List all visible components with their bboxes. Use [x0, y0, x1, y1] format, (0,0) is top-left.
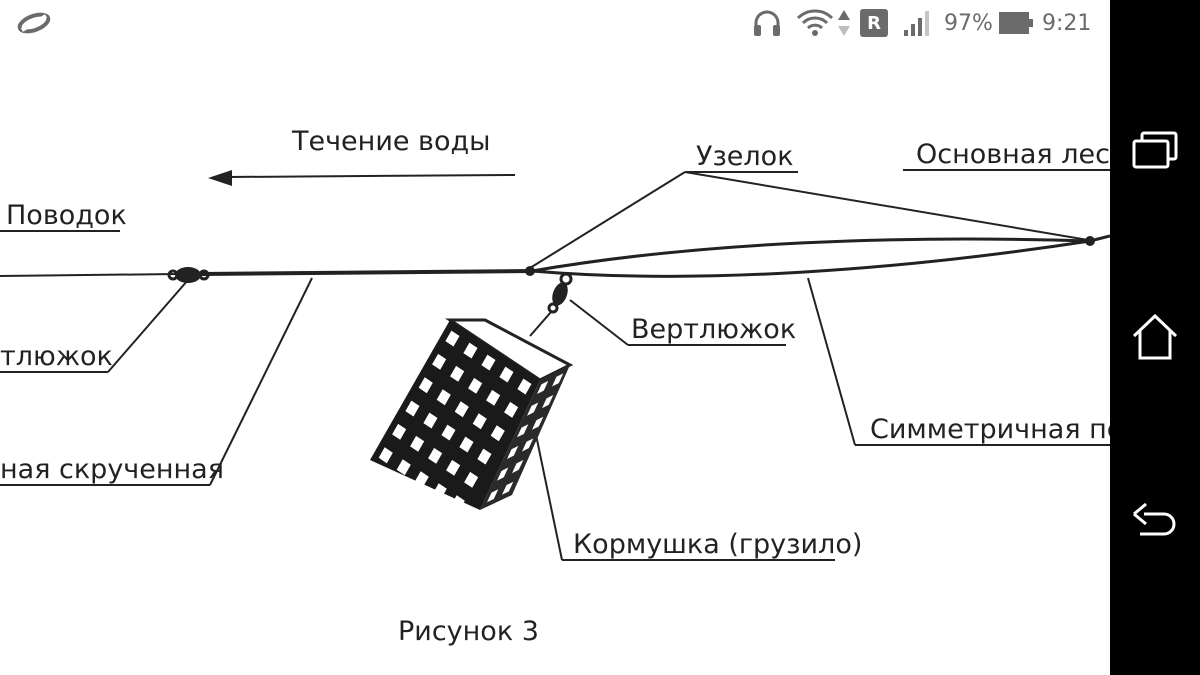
- cage-hole: [436, 389, 451, 406]
- cage-hole: [477, 448, 492, 465]
- cage-hole: [410, 435, 425, 452]
- feeder-cage: [370, 318, 574, 512]
- back-icon: [1133, 502, 1176, 536]
- cage-hole: [527, 402, 539, 416]
- cage-hole: [532, 416, 544, 430]
- swivel-left-callout: [107, 279, 189, 373]
- leader-line: [0, 273, 179, 277]
- figure-caption: Рисунок 3: [398, 616, 539, 647]
- flow-arrow-head: [208, 170, 232, 186]
- cage-hole: [517, 424, 529, 438]
- swivel-right-callout: [569, 299, 629, 346]
- cage-hole: [502, 481, 514, 495]
- loop-lower: [531, 239, 1091, 278]
- cage-hole: [499, 366, 514, 383]
- knot-dot-right: [1085, 236, 1095, 246]
- loop-upper: [531, 237, 1091, 273]
- cage-hole: [487, 489, 499, 503]
- swivel-right-label: Вертлюжок: [631, 314, 796, 345]
- swivel-right: [529, 272, 573, 337]
- cage-hole: [446, 459, 461, 476]
- cage-hole: [468, 377, 483, 394]
- cage-hole: [428, 447, 443, 464]
- cage-hole: [490, 425, 505, 442]
- loop-callout: [807, 277, 856, 446]
- screen: R 97% 9:21: [0, 0, 1110, 647]
- water-flow-label: Течение воды: [291, 126, 490, 157]
- knot-callout-1: [529, 171, 686, 269]
- cage-hole: [459, 436, 474, 453]
- cage-hole: [450, 495, 465, 512]
- cage-hole: [432, 483, 447, 500]
- cage-hole: [445, 330, 460, 347]
- cage-hole: [378, 447, 393, 464]
- cage-hole: [517, 378, 532, 395]
- fishing-rig-diagram: Течение воды Узелок Основная леско Повод…: [0, 126, 1110, 647]
- twisted-label: ная скрученная: [0, 454, 224, 485]
- cage-hole: [504, 401, 519, 418]
- knot-callout-2: [684, 171, 1089, 241]
- feeder-label: Кормушка (грузило): [573, 529, 862, 560]
- cage-hole: [486, 389, 501, 406]
- roaming-letter: R: [867, 12, 881, 34]
- cage-hole: [423, 412, 438, 429]
- clock: 9:21: [1042, 10, 1092, 36]
- cage-hole: [552, 373, 564, 387]
- cage-hole: [472, 413, 487, 430]
- swivel-left: [167, 267, 210, 283]
- feeder-callout: [534, 429, 563, 561]
- cage-hole: [537, 380, 549, 394]
- battery-icon: [998, 8, 1034, 38]
- recent-apps-button[interactable]: [1125, 120, 1185, 180]
- recent-apps-icon: [1132, 131, 1178, 169]
- navigation-bar: [1110, 0, 1200, 675]
- cage-hole: [542, 395, 554, 409]
- signal-icon: [902, 8, 934, 38]
- twisted-callout: [209, 277, 313, 486]
- cage-hole: [418, 377, 433, 394]
- cage-hole: [441, 424, 456, 441]
- cage-hole: [392, 423, 407, 440]
- cage-hole: [405, 400, 420, 417]
- cage-hole: [454, 401, 469, 418]
- main-line-label: Основная леско: [916, 139, 1110, 170]
- status-bar: R 97% 9:21: [0, 0, 1110, 46]
- cage-hole: [414, 471, 429, 488]
- cage-hole: [507, 445, 519, 459]
- home-icon: [1132, 313, 1178, 360]
- cage-hole: [481, 354, 496, 371]
- symmetric-loop-label: Симметричная пет: [870, 414, 1110, 445]
- swivel-left-label: тлюжок: [0, 341, 113, 372]
- wifi-icon: [796, 8, 834, 38]
- leader-label: Поводок: [6, 200, 127, 231]
- cage-hole: [522, 438, 534, 452]
- knot-label: Узелок: [696, 141, 794, 172]
- cage-hole: [432, 353, 447, 370]
- home-button[interactable]: [1125, 307, 1185, 367]
- cage-hole: [512, 460, 524, 474]
- roaming-r-icon: R: [860, 8, 888, 38]
- back-button[interactable]: [1125, 494, 1185, 554]
- cage-hole: [464, 471, 479, 488]
- twisted-line: [199, 269, 533, 276]
- flow-arrow-line: [227, 174, 516, 178]
- cage-hole: [463, 342, 478, 359]
- cage-hole: [450, 365, 465, 382]
- app-logo-icon: [16, 8, 52, 38]
- cage-hole: [396, 459, 411, 476]
- knot-dot-left: [525, 266, 535, 276]
- battery-percent: 97%: [944, 10, 993, 36]
- headphones-icon: [752, 8, 782, 38]
- data-arrows-icon: [836, 8, 852, 38]
- cage-hole: [497, 467, 509, 481]
